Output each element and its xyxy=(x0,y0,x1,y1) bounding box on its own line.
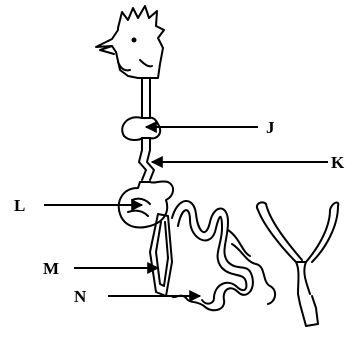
rooster-head xyxy=(96,6,164,78)
label-n: N xyxy=(74,287,87,306)
esophagus xyxy=(122,78,160,180)
duodenal-loop xyxy=(150,214,172,296)
label-l: L xyxy=(14,196,25,215)
label-m: M xyxy=(43,259,59,278)
small-intestine xyxy=(172,201,275,310)
caeca xyxy=(257,202,338,326)
label-k: K xyxy=(331,153,345,172)
label-j: J xyxy=(266,118,275,137)
